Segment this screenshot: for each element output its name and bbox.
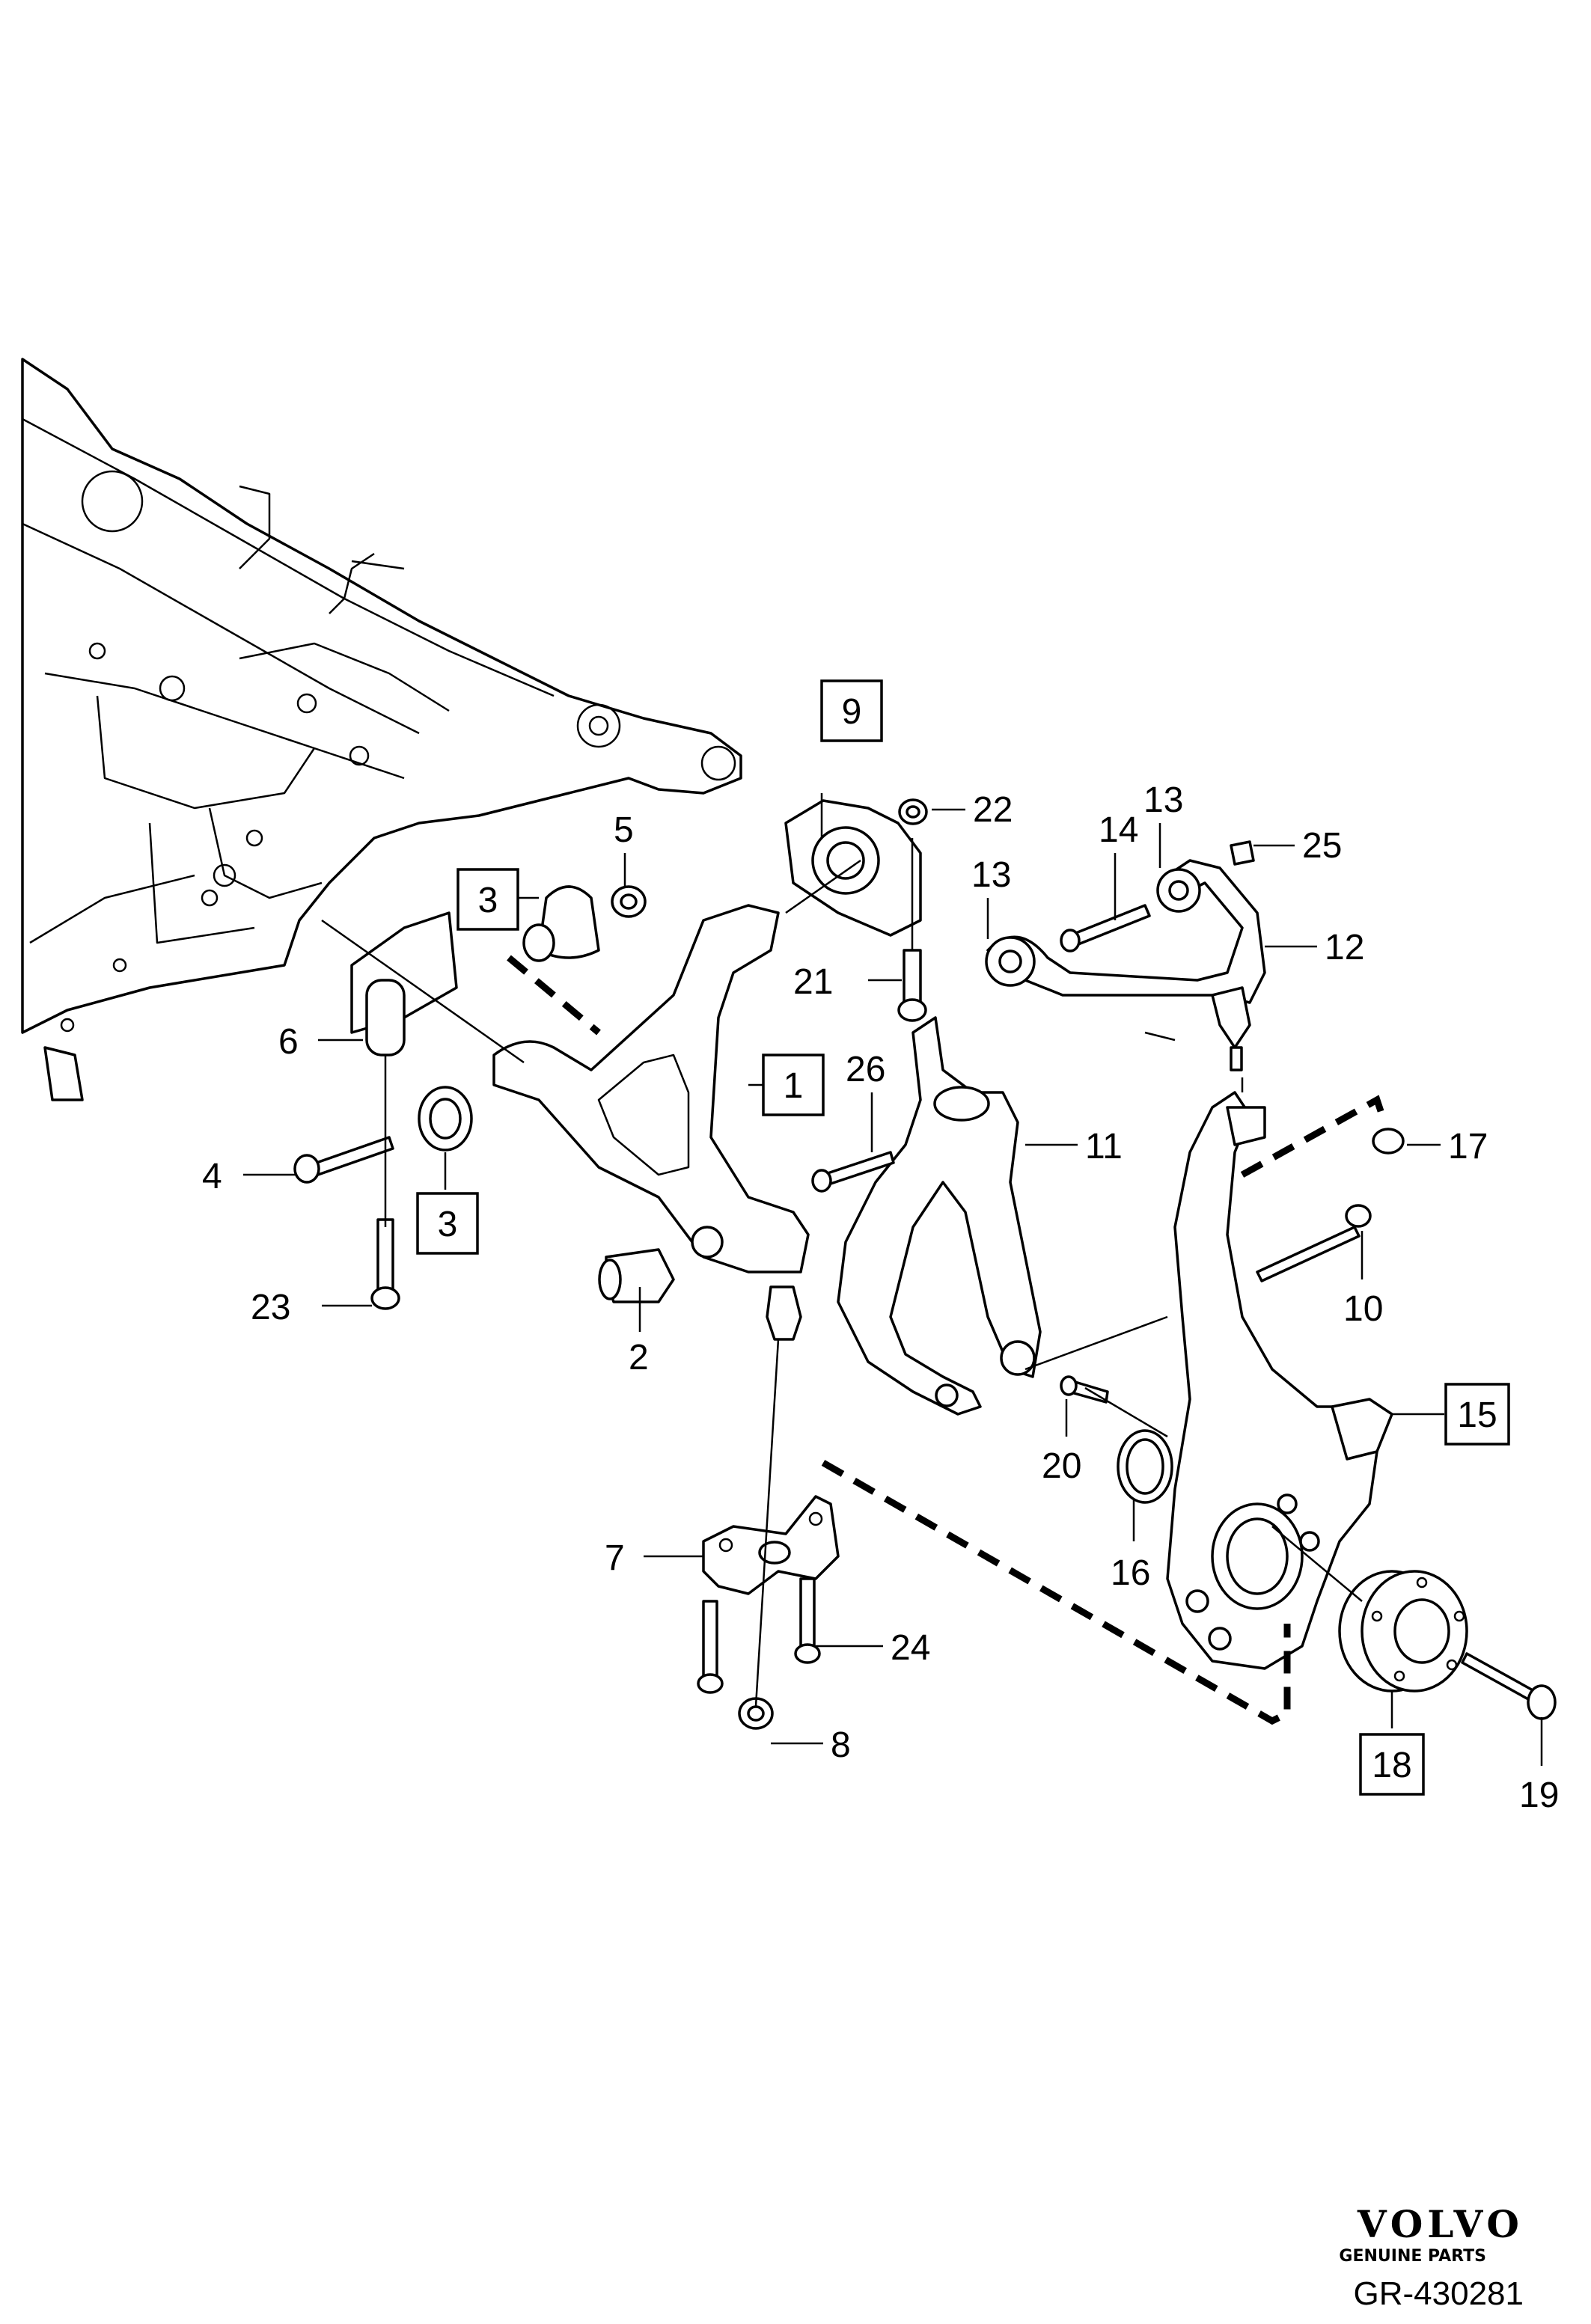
callout-23: 23 bbox=[251, 1288, 290, 1327]
bracket-part-7 bbox=[702, 1495, 840, 1595]
bolt-part-10 bbox=[1256, 1204, 1372, 1282]
volvo-logo: VOLVO GENUINE PARTS bbox=[1339, 2202, 1524, 2266]
bolt-part-23 bbox=[370, 1218, 400, 1310]
svg-text:15: 15 bbox=[1457, 1395, 1497, 1435]
callout-17: 17 bbox=[1448, 1127, 1488, 1166]
callout-4: 4 bbox=[202, 1157, 222, 1196]
callout-25: 25 bbox=[1302, 826, 1342, 866]
nut-part-22 bbox=[898, 798, 928, 825]
boxed-callout-15: 15 bbox=[1444, 1383, 1510, 1446]
svg-text:18: 18 bbox=[1372, 1746, 1411, 1785]
callout-22: 22 bbox=[973, 790, 1013, 830]
callout-19: 19 bbox=[1519, 1776, 1559, 1815]
bushing-part-2 bbox=[598, 1248, 675, 1303]
callout-24: 24 bbox=[891, 1628, 930, 1668]
callout-16: 16 bbox=[1111, 1553, 1150, 1593]
boxed-callout-1: 1 bbox=[762, 1054, 825, 1116]
callout-11: 11 bbox=[1085, 1127, 1123, 1166]
callout-14: 14 bbox=[1099, 810, 1138, 850]
knuckle-part-15 bbox=[1166, 1091, 1393, 1670]
svg-text:GENUINE PARTS: GENUINE PARTS bbox=[1339, 2247, 1486, 2266]
callout-10: 10 bbox=[1343, 1289, 1383, 1329]
reference-number: GR-430281 bbox=[1354, 2275, 1524, 2312]
mount-part-9 bbox=[784, 799, 922, 937]
clip-part-25 bbox=[1230, 840, 1255, 866]
upper-arm-part-12 bbox=[985, 859, 1266, 1071]
assembly-lines bbox=[321, 838, 1388, 1725]
callout-6: 6 bbox=[278, 1022, 299, 1062]
bushing-part-3-upper bbox=[522, 885, 600, 962]
boxed-callout-3-lower: 3 bbox=[416, 1192, 479, 1255]
bracket-part-6 bbox=[350, 911, 458, 1056]
boxed-callout-18: 18 bbox=[1359, 1733, 1425, 1796]
bolt-part-24-a bbox=[697, 1600, 724, 1694]
control-arm-part-1 bbox=[492, 904, 810, 1341]
callout-8: 8 bbox=[831, 1725, 851, 1765]
svg-text:1: 1 bbox=[784, 1066, 804, 1106]
nut-part-5 bbox=[611, 885, 647, 918]
callout-21: 21 bbox=[793, 962, 833, 1002]
svg-text:3: 3 bbox=[478, 881, 498, 920]
bolt-part-4 bbox=[293, 1136, 394, 1184]
svg-text:9: 9 bbox=[842, 692, 862, 732]
hub-part-18 bbox=[1338, 1570, 1468, 1692]
callout-12: 12 bbox=[1325, 928, 1364, 967]
boxed-callout-3-upper: 3 bbox=[456, 868, 519, 931]
bolt-part-19 bbox=[1461, 1652, 1557, 1720]
svg-text:3: 3 bbox=[438, 1205, 458, 1244]
bolt-part-24-b bbox=[794, 1577, 821, 1664]
bolt-part-26 bbox=[811, 1151, 895, 1193]
callout-13-left: 13 bbox=[971, 855, 1011, 895]
svg-text:VOLVO: VOLVO bbox=[1357, 2202, 1524, 2246]
bolt-part-14 bbox=[1060, 904, 1151, 952]
bushing-part-3-lower bbox=[418, 1086, 473, 1152]
bolt-part-21 bbox=[897, 949, 927, 1022]
callout-26: 26 bbox=[846, 1050, 885, 1089]
callout-2: 2 bbox=[629, 1338, 649, 1377]
bracket-part-11 bbox=[837, 1016, 1042, 1416]
callout-13-top: 13 bbox=[1143, 780, 1183, 820]
callout-7: 7 bbox=[605, 1538, 625, 1578]
leader-lines bbox=[243, 793, 1543, 1766]
bolt-part-20 bbox=[1060, 1375, 1109, 1404]
callout-20: 20 bbox=[1042, 1446, 1081, 1486]
subframe bbox=[21, 358, 742, 1101]
ring-part-16 bbox=[1117, 1429, 1173, 1504]
boxed-callout-9: 9 bbox=[820, 679, 883, 742]
callout-5: 5 bbox=[614, 810, 634, 850]
nut-part-17 bbox=[1372, 1128, 1405, 1155]
